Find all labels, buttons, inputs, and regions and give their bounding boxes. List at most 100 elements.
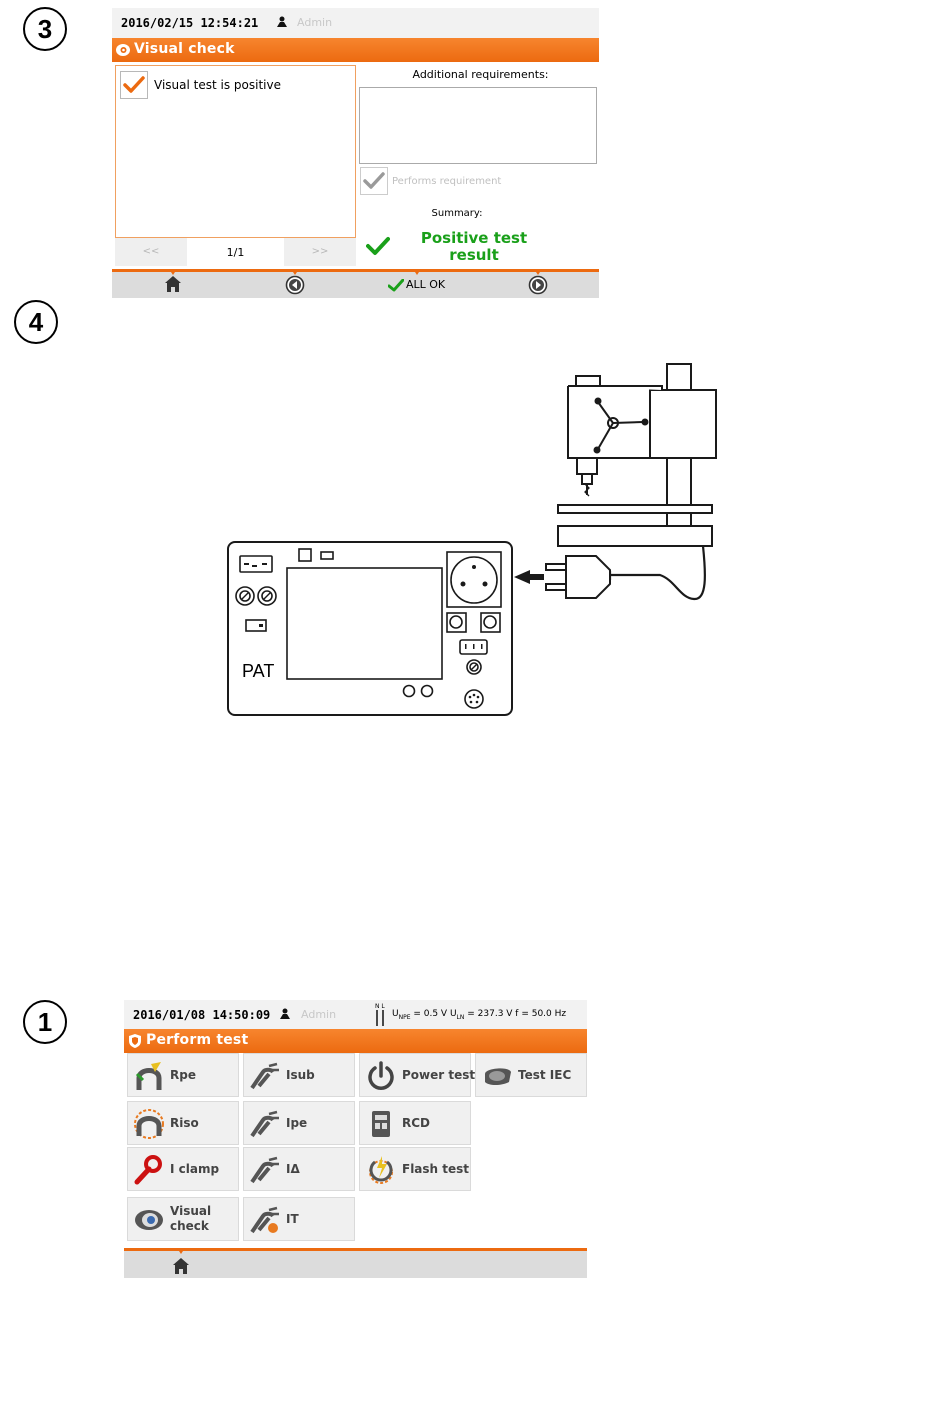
u-ln-value: = 237.3 V f = 50.0 Hz xyxy=(464,1009,567,1019)
connection-diagram xyxy=(227,363,717,716)
tile-isub[interactable]: Isub xyxy=(243,1053,355,1097)
rpe-icon xyxy=(135,1062,162,1090)
user-icon xyxy=(279,1008,291,1023)
pat-device xyxy=(227,541,513,716)
ipe-icon xyxy=(250,1110,279,1138)
plug-icon xyxy=(545,555,611,599)
iec-socket-icon xyxy=(485,1068,511,1085)
tile-label: I clamp xyxy=(170,1162,220,1176)
orange-tick xyxy=(177,1248,185,1254)
orange-tick xyxy=(413,269,421,275)
tile-rcd[interactable]: RCD xyxy=(359,1101,471,1145)
eye-icon xyxy=(135,1210,163,1230)
drill-press-illustration xyxy=(557,363,717,547)
pager-next-button[interactable]: >> xyxy=(284,238,356,266)
step-number-4: 4 xyxy=(14,300,58,344)
orange-check-icon xyxy=(123,76,145,93)
tile-label: Power test xyxy=(402,1068,476,1082)
power-cable xyxy=(608,545,706,601)
all-ok-label: ALL OK xyxy=(406,278,446,291)
tile-label: Ipe xyxy=(286,1116,308,1130)
power-icon xyxy=(368,1061,394,1090)
pager-prev-button[interactable]: << xyxy=(115,238,187,266)
orange-tick xyxy=(534,269,542,275)
test-result-line-2: result xyxy=(449,246,499,264)
tile-it[interactable]: IT xyxy=(243,1197,355,1241)
additional-requirements-box[interactable] xyxy=(359,87,597,164)
tile-label: Isub xyxy=(286,1068,315,1082)
perform-test-screen: 2016/01/08 14:50:09 Admin N L UNPE = 0.5… xyxy=(124,1000,587,1278)
device-label: PAT xyxy=(242,661,275,681)
tile-label: Rpe xyxy=(170,1068,196,1082)
tile-test-iec[interactable]: Test IEC xyxy=(475,1053,587,1097)
pat-device-details xyxy=(244,563,488,704)
arrow-left-icon xyxy=(514,570,544,584)
title-bar: Visual check xyxy=(112,38,599,62)
list-item[interactable]: Visual test is positive xyxy=(120,71,350,99)
tile-power-test[interactable]: Power test xyxy=(359,1053,475,1097)
bottom-bar: ALL OK xyxy=(112,269,599,298)
orange-tick xyxy=(169,269,177,275)
rcd-icon xyxy=(372,1111,390,1137)
tile-rpe[interactable]: Rpe xyxy=(127,1053,239,1097)
home-icon[interactable] xyxy=(164,275,182,297)
page-title: Perform test xyxy=(146,1032,249,1048)
green-check-icon xyxy=(366,236,390,260)
back-arrow-icon[interactable] xyxy=(285,275,305,299)
status-bar: 2016/02/15 12:54:21 Admin xyxy=(112,8,599,38)
summary-label: Summary: xyxy=(431,208,483,219)
knob-marks xyxy=(241,592,478,671)
tile-i-clamp[interactable]: I clamp xyxy=(127,1147,239,1191)
tile-riso[interactable]: Riso xyxy=(127,1101,239,1145)
performs-requirement-label: Performs requirement xyxy=(392,176,502,187)
tile-i-delta[interactable]: IΔ xyxy=(243,1147,355,1191)
performs-requirement-row[interactable]: Performs requirement xyxy=(359,167,597,197)
user-icon xyxy=(276,16,288,31)
home-icon[interactable] xyxy=(172,1257,190,1279)
voltage-icon xyxy=(376,1010,384,1026)
tile-label-line-2: check xyxy=(170,1219,209,1233)
tile-label: IT xyxy=(286,1212,299,1226)
u-ln-subscript: LN xyxy=(456,1013,465,1021)
orange-tick xyxy=(291,269,299,275)
it-icon xyxy=(250,1206,279,1234)
pager: << 1/1 >> xyxy=(115,238,356,266)
checkbox-performs-requirement[interactable] xyxy=(360,167,388,195)
list-item-label: Visual test is positive xyxy=(154,78,281,92)
datetime: 2016/02/15 12:54:21 xyxy=(121,16,259,30)
test-result-line-1: Positive test xyxy=(420,229,528,247)
visual-check-icon xyxy=(115,42,131,62)
user-name: Admin xyxy=(297,16,333,29)
tile-label: Flash test xyxy=(402,1162,470,1176)
forward-arrow-icon[interactable] xyxy=(528,275,548,299)
u-npe-subscript: NPE xyxy=(398,1013,411,1021)
tile-label: Test IEC xyxy=(518,1068,572,1082)
checkbox-visual-positive[interactable] xyxy=(120,71,148,99)
green-check-icon xyxy=(388,279,404,292)
i-delta-icon xyxy=(250,1156,279,1184)
step-number-1: 1 xyxy=(23,1000,67,1044)
datetime: 2016/01/08 14:50:09 xyxy=(133,1008,271,1022)
tile-label: IΔ xyxy=(286,1162,300,1176)
u-npe-value: = 0.5 V U xyxy=(410,1009,457,1019)
step-number-3: 3 xyxy=(23,7,67,51)
visual-check-screen: 2016/02/15 12:54:21 Admin Visual check V… xyxy=(112,8,599,300)
u-npe-symbol: U xyxy=(392,1009,399,1019)
title-bar: Perform test xyxy=(124,1029,587,1053)
tile-flash-test[interactable]: Flash test xyxy=(359,1147,471,1191)
status-bar: 2016/01/08 14:50:09 Admin N L UNPE = 0.5… xyxy=(124,1000,587,1029)
additional-requirements-label: Additional requirements: xyxy=(412,68,549,81)
tile-ipe[interactable]: Ipe xyxy=(243,1101,355,1145)
voltage-values: UNPE = 0.5 V ULN = 237.3 V f = 50.0 Hz xyxy=(392,1009,566,1021)
shield-icon xyxy=(127,1033,143,1053)
tile-label: RCD xyxy=(402,1116,431,1130)
riso-icon xyxy=(134,1109,164,1139)
tile-label-line-1: Visual xyxy=(170,1204,212,1218)
isub-icon xyxy=(250,1062,279,1090)
user-name: Admin xyxy=(301,1008,337,1021)
page-title: Visual check xyxy=(134,41,235,57)
bottom-bar xyxy=(124,1248,587,1278)
pager-page-indicator: 1/1 xyxy=(226,246,245,259)
nl-label: N L xyxy=(375,1003,385,1010)
